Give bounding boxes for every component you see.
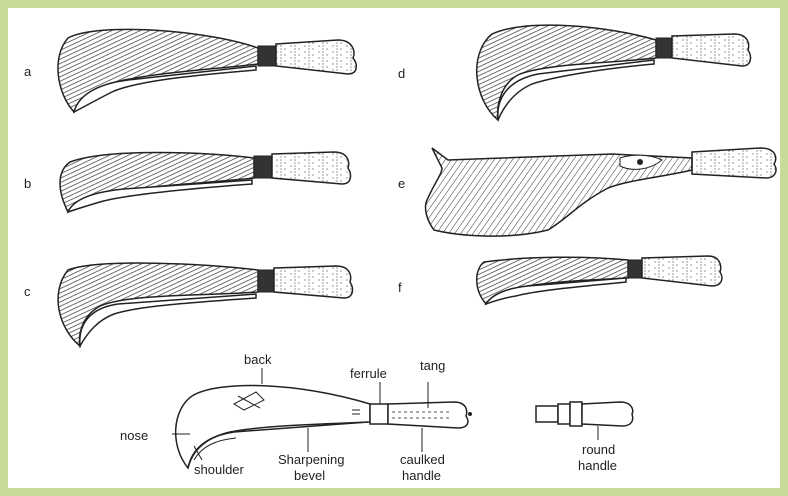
label-back: back [244, 352, 272, 367]
billhook-c [58, 263, 352, 346]
billhook-d [477, 25, 751, 120]
billhook-diagram: a b c d e f [8, 8, 780, 488]
variant-label-f: f [398, 280, 402, 295]
label-sharpening-bevel-line2: bevel [294, 468, 325, 483]
variant-label-a: a [24, 64, 32, 79]
label-sharpening-bevel-line1: Sharpening [278, 452, 345, 467]
label-round-handle-line2: handle [578, 458, 617, 473]
billhook-f [477, 256, 722, 304]
label-round-handle-line1: round [582, 442, 615, 457]
variant-label-b: b [24, 176, 31, 191]
label-nose: nose [120, 428, 148, 443]
variant-label-c: c [24, 284, 31, 299]
label-tang: tang [420, 358, 445, 373]
label-ferrule: ferrule [350, 366, 387, 381]
variant-label-d: d [398, 66, 405, 81]
billhook-a [58, 29, 356, 112]
label-caulked-handle-line1: caulked [400, 452, 445, 467]
round-handle [536, 402, 633, 440]
diagram-frame: a b c d e f [8, 8, 780, 488]
label-shoulder: shoulder [194, 462, 245, 477]
billhook-e [426, 148, 776, 236]
billhook-b [60, 152, 350, 212]
label-caulked-handle-line2: handle [402, 468, 441, 483]
variant-label-e: e [398, 176, 405, 191]
